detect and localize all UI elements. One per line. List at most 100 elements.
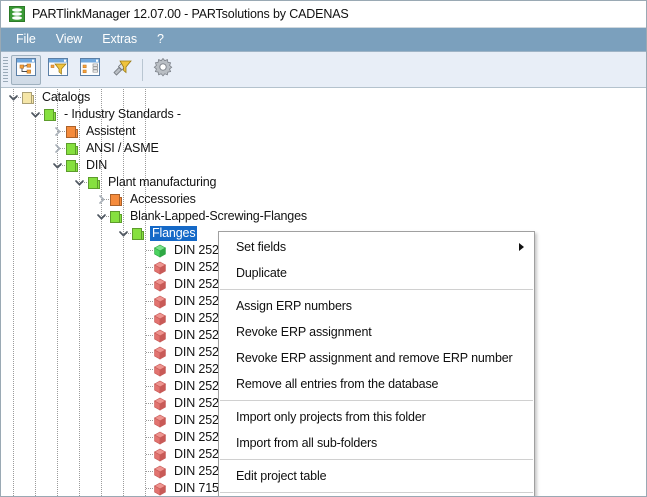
tree-expander-expanded[interactable] bbox=[95, 210, 108, 223]
menu-extras[interactable]: Extras bbox=[102, 32, 138, 46]
tree-connector bbox=[146, 403, 153, 404]
tree-row-label: Accessories bbox=[130, 192, 196, 206]
tree-expander-none bbox=[139, 329, 152, 342]
tree-row[interactable]: Plant manufacturing bbox=[1, 174, 218, 191]
tree-connector bbox=[14, 97, 21, 98]
ctx-assign-erp-numbers[interactable]: Assign ERP numbers bbox=[219, 293, 534, 319]
context-menu-item-label: Duplicate bbox=[236, 266, 287, 280]
tree-expander-collapsed[interactable] bbox=[51, 142, 64, 155]
tree-row[interactable]: Accessories bbox=[1, 191, 198, 208]
folder-icon bbox=[131, 227, 146, 241]
menu-view[interactable]: View bbox=[55, 32, 83, 46]
context-menu-separator bbox=[220, 492, 533, 493]
title-bar: PARTlinkManager 12.07.00 - PARTsolutions… bbox=[1, 1, 646, 28]
cube-icon bbox=[153, 380, 168, 394]
ctx-revoke-erp-assignment-remove-number[interactable]: Revoke ERP assignment and remove ERP num… bbox=[219, 345, 534, 371]
folder-icon bbox=[109, 210, 124, 224]
context-menu-item-label: Import only projects from this folder bbox=[236, 410, 426, 424]
context-menu-separator bbox=[220, 400, 533, 401]
show-filter-view-button[interactable] bbox=[43, 55, 73, 85]
tree-connector bbox=[146, 318, 153, 319]
tree-guide bbox=[13, 89, 14, 496]
tree-row-selected[interactable]: Flanges bbox=[1, 225, 198, 242]
cube-icon bbox=[153, 261, 168, 275]
tree-connector bbox=[146, 454, 153, 455]
cube-icon bbox=[153, 465, 168, 479]
tree-connector bbox=[146, 471, 153, 472]
ctx-import-from-all-subfolders[interactable]: Import from all sub-folders bbox=[219, 430, 534, 456]
tree-row[interactable]: Catalogs bbox=[1, 89, 92, 106]
ctx-revoke-erp-assignment[interactable]: Revoke ERP assignment bbox=[219, 319, 534, 345]
tree-connector bbox=[36, 114, 43, 115]
window-tree-icon bbox=[15, 56, 37, 83]
tree-connector bbox=[102, 199, 109, 200]
tree-row-label: Assistent bbox=[86, 124, 136, 138]
tree-connector bbox=[80, 182, 87, 183]
ctx-edit-project-table[interactable]: Edit project table bbox=[219, 463, 534, 489]
tree-connector bbox=[146, 267, 153, 268]
tree-expander-none bbox=[139, 482, 152, 495]
tree-expander-expanded[interactable] bbox=[7, 91, 20, 104]
tree-expander-expanded[interactable] bbox=[117, 227, 130, 240]
gear-icon bbox=[152, 56, 174, 83]
show-list-view-button[interactable] bbox=[75, 55, 105, 85]
context-menu-item-label: Remove all entries from the database bbox=[236, 377, 439, 391]
tree-expander-collapsed[interactable] bbox=[51, 125, 64, 138]
toolbar-separator bbox=[142, 58, 143, 81]
tree-guide bbox=[35, 89, 36, 496]
tree-expander-collapsed[interactable] bbox=[95, 193, 108, 206]
toolbar-grip[interactable] bbox=[3, 56, 8, 83]
cube-icon bbox=[153, 346, 168, 360]
part-filter-button[interactable] bbox=[107, 55, 137, 85]
tree-row-label: Flanges bbox=[150, 226, 198, 241]
tree-connector bbox=[146, 420, 153, 421]
tree-expander-expanded[interactable] bbox=[73, 176, 86, 189]
ctx-set-fields[interactable]: Set fields bbox=[219, 234, 534, 260]
context-menu-separator bbox=[220, 289, 533, 290]
tree-expander-none bbox=[139, 380, 152, 393]
tree-guide bbox=[57, 89, 58, 496]
tree-row[interactable]: DIN bbox=[1, 157, 109, 174]
tree-connector bbox=[102, 216, 109, 217]
tree-expander-expanded[interactable] bbox=[51, 159, 64, 172]
cube-icon bbox=[153, 397, 168, 411]
tree-expander-none bbox=[139, 397, 152, 410]
tree-guide bbox=[145, 89, 146, 496]
cube-icon bbox=[153, 482, 168, 496]
submenu-arrow-icon bbox=[519, 243, 524, 251]
settings-button[interactable] bbox=[148, 55, 178, 85]
ctx-duplicate[interactable]: Duplicate bbox=[219, 260, 534, 286]
context-menu-item-label: Edit project table bbox=[236, 469, 327, 483]
tree-guide bbox=[123, 89, 124, 496]
tree-row[interactable]: Blank-Lapped-Screwing-Flanges bbox=[1, 208, 309, 225]
tree-connector bbox=[146, 284, 153, 285]
tree-connector bbox=[146, 250, 153, 251]
folder-icon bbox=[21, 91, 36, 105]
tree-row[interactable]: - Industry Standards - bbox=[1, 106, 183, 123]
ctx-import-only-projects[interactable]: Import only projects from this folder bbox=[219, 404, 534, 430]
folder-icon bbox=[65, 142, 80, 156]
ctx-remove-all-entries[interactable]: Remove all entries from the database bbox=[219, 371, 534, 397]
cube-icon bbox=[153, 312, 168, 326]
show-tree-view-button[interactable] bbox=[11, 54, 41, 85]
cube-icon bbox=[153, 414, 168, 428]
folder-icon bbox=[65, 125, 80, 139]
tree-expander-none bbox=[139, 295, 152, 308]
tree-row[interactable]: ANSI / ASME bbox=[1, 140, 161, 157]
tree-guide bbox=[101, 89, 102, 496]
tree-connector bbox=[146, 488, 153, 489]
cube-icon bbox=[153, 363, 168, 377]
tree-row[interactable]: Assistent bbox=[1, 123, 137, 140]
context-menu-item-label: Revoke ERP assignment bbox=[236, 325, 372, 339]
menu-file[interactable]: File bbox=[16, 32, 36, 46]
tree-row-label: ANSI / ASME bbox=[86, 141, 159, 155]
menu-help[interactable]: ? bbox=[157, 32, 164, 46]
tree-expander-expanded[interactable] bbox=[29, 108, 42, 121]
tree-expander-none bbox=[139, 261, 152, 274]
cube-icon bbox=[153, 448, 168, 462]
tree-row-label: Blank-Lapped-Screwing-Flanges bbox=[130, 209, 307, 223]
context-menu-separator bbox=[220, 459, 533, 460]
tree-expander-none bbox=[139, 363, 152, 376]
